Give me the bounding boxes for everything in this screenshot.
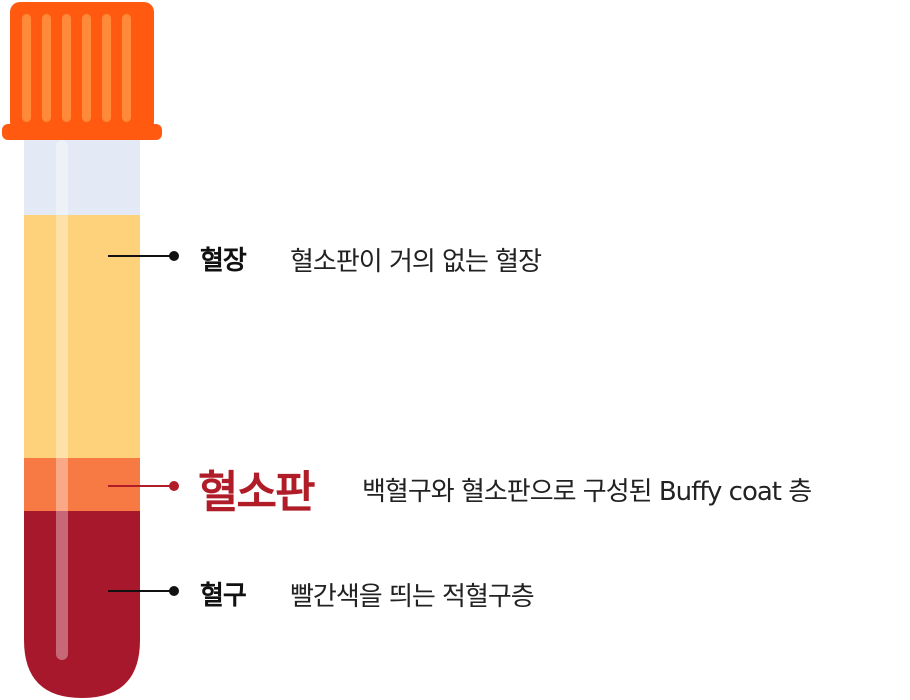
tube-cap bbox=[2, 2, 162, 140]
blood-cell-description: 빨간색을 띄는 적혈구층 bbox=[290, 582, 535, 612]
tube-highlight bbox=[56, 140, 68, 660]
blood-tube-illustration bbox=[2, 2, 162, 698]
air-layer bbox=[24, 140, 140, 216]
plasma-name: 혈장 bbox=[200, 246, 247, 276]
blood-cell-leader-line bbox=[108, 586, 179, 596]
plasma-leader-line bbox=[108, 251, 179, 261]
platelet-leader-line bbox=[108, 481, 179, 491]
blood-cell-name: 혈구 bbox=[200, 581, 247, 611]
platelet-name: 혈소판 bbox=[198, 467, 315, 518]
plasma-layer bbox=[24, 215, 140, 459]
plasma-description: 혈소판이 거의 없는 혈장 bbox=[290, 247, 542, 277]
red-cell-layer bbox=[24, 511, 140, 698]
platelet-description: 백혈구와 혈소판으로 구성된 Buffy coat 층 bbox=[362, 477, 812, 507]
